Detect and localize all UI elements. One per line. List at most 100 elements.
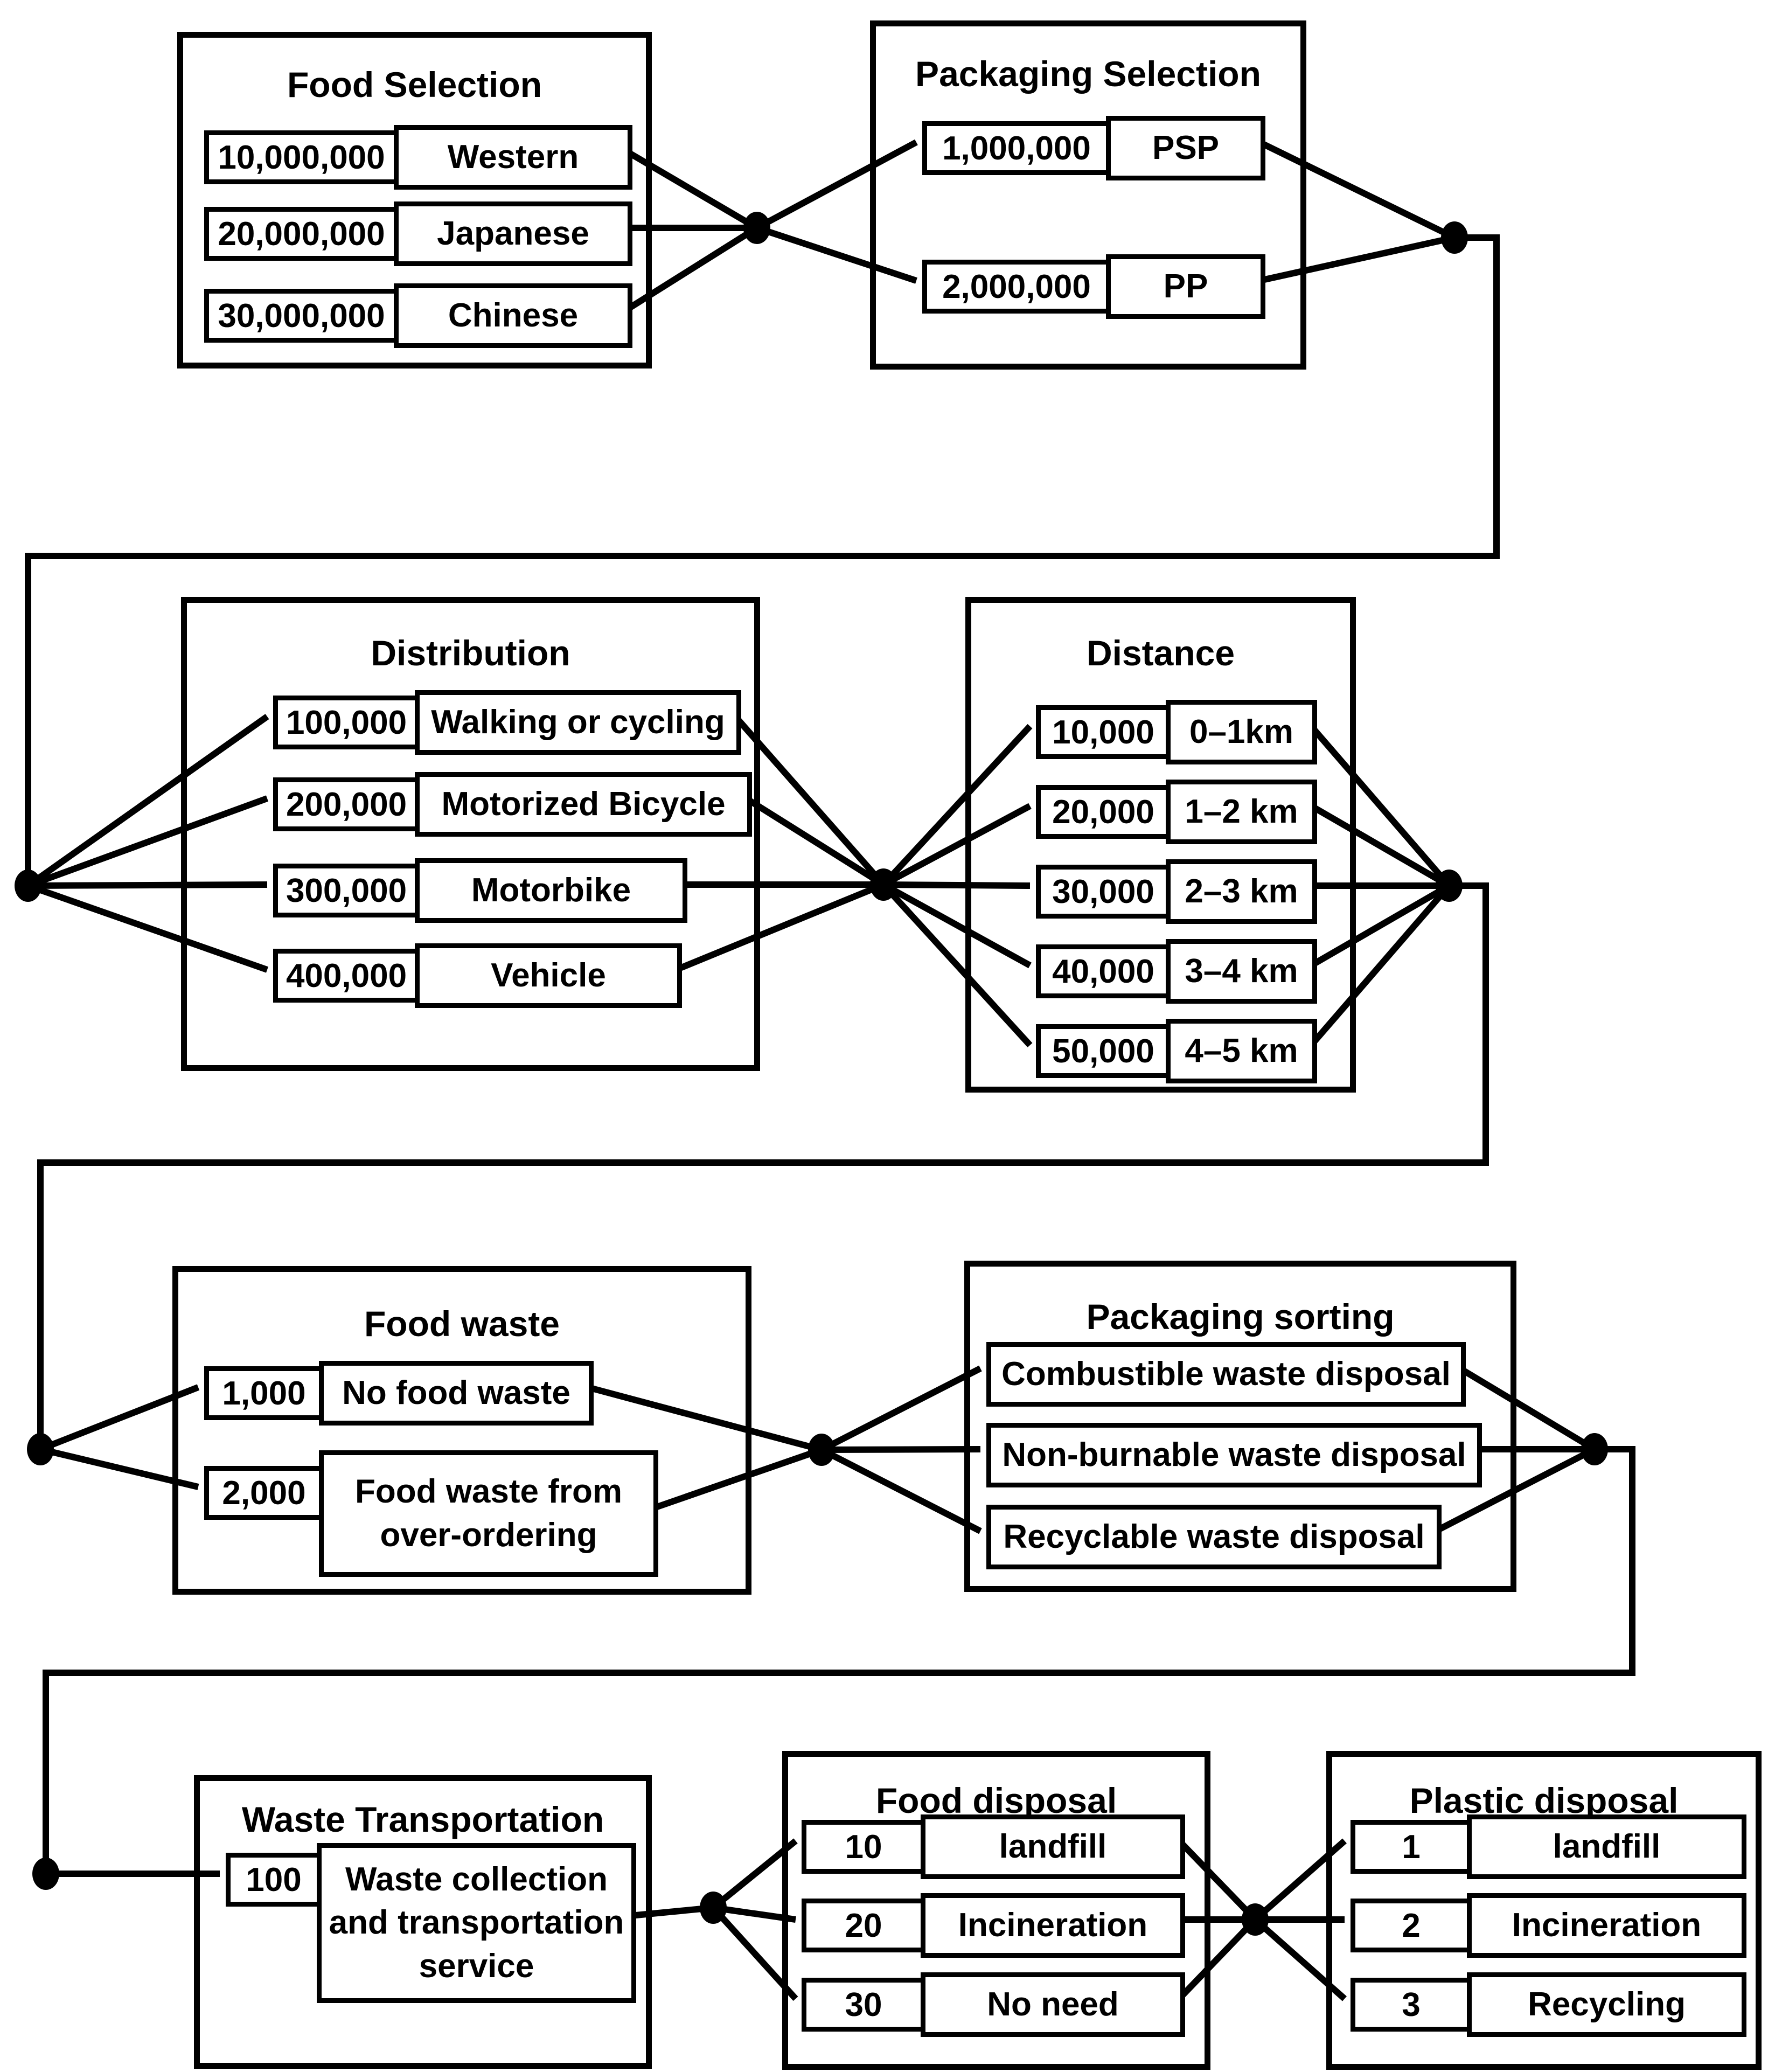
option-row-motorized-bicycle: 200,000 Motorized Bicycle (273, 772, 752, 837)
group-food-waste: Food waste 1,000 No food waste 2,000 Foo… (172, 1266, 751, 1595)
option-row-waste-collection-service: 100 Waste collection and transportation … (226, 1843, 636, 2003)
group-waste-transportation: Waste Transportation 100 Waste collectio… (194, 1775, 652, 2069)
option-row-food-landfill: 10 landfill (802, 1814, 1185, 1879)
option-value: 20 (802, 1899, 925, 1952)
group-plastic-disposal: Plastic disposal 1 landfill 2 Incinerati… (1326, 1751, 1762, 2070)
option-label: Western (394, 125, 632, 190)
option-label: 1–2 km (1166, 780, 1317, 844)
junction-dot (1436, 870, 1463, 902)
option-value: 1,000 (204, 1366, 324, 1420)
group-title: Distribution (371, 633, 570, 673)
option-label: Chinese (394, 283, 632, 348)
option-label: 2–3 km (1166, 859, 1317, 924)
junction-dot (808, 1434, 835, 1466)
group-title: Distance (1086, 633, 1235, 673)
option-row-2-3km: 30,000 2–3 km (1036, 859, 1317, 924)
junction-dot (32, 1858, 59, 1890)
option-row-food-no-need: 30 No need (802, 1972, 1185, 2037)
connector-lines (25, 139, 1635, 2001)
option-value: 2,000,000 (922, 260, 1111, 314)
option-label: Recyclable waste disposal (986, 1505, 1442, 1569)
group-packaging-selection: Packaging Selection 1,000,000 PSP 2,000,… (870, 20, 1306, 370)
option-row-walking-or-cycling: 100,000 Walking or cycling (273, 690, 741, 755)
option-row-pp: 2,000,000 PP (922, 254, 1265, 319)
option-value: 1 (1351, 1820, 1472, 1874)
option-label: Motorized Bicycle (415, 772, 752, 837)
option-label: Incineration (1467, 1893, 1746, 1958)
junction-dot (700, 1892, 727, 1924)
option-row-psp: 1,000,000 PSP (922, 116, 1265, 180)
junction-dot (870, 868, 897, 901)
option-value: 30,000,000 (204, 289, 399, 343)
option-label: Vehicle (415, 943, 682, 1008)
group-title: Food disposal (875, 1781, 1117, 1820)
option-label: landfill (1467, 1814, 1746, 1879)
option-row-plastic-landfill: 1 landfill (1351, 1814, 1746, 1879)
option-label: No need (921, 1972, 1185, 2037)
option-label: Non-burnable waste disposal (986, 1423, 1482, 1487)
option-label: Waste collection and transportation serv… (317, 1843, 636, 2003)
junction-dot (1581, 1433, 1608, 1465)
option-value: 3 (1351, 1978, 1472, 2032)
group-distribution: Distribution 100,000 Walking or cycling … (181, 597, 760, 1071)
option-value: 50,000 (1036, 1024, 1171, 1078)
option-row-food-incineration: 20 Incineration (802, 1893, 1185, 1958)
option-value: 2 (1351, 1899, 1472, 1952)
group-title: Packaging sorting (1086, 1297, 1395, 1337)
option-label: PSP (1106, 116, 1265, 180)
group-packaging-sorting: Packaging sorting Combustible waste disp… (964, 1261, 1516, 1592)
option-value: 20,000 (1036, 785, 1171, 839)
junction-dots (15, 212, 1608, 1936)
group-food-selection: Food Selection 10,000,000 Western 20,000… (177, 32, 652, 368)
group-title: Plastic disposal (1409, 1781, 1679, 1820)
option-row-recyclable-waste-disposal: Recyclable waste disposal (986, 1505, 1442, 1569)
option-value: 30 (802, 1978, 925, 2032)
option-value: 100,000 (273, 696, 420, 749)
option-label: 0–1km (1166, 700, 1317, 764)
option-row-1-2km: 20,000 1–2 km (1036, 780, 1317, 844)
group-distance: Distance 10,000 0–1km 20,000 1–2 km 30,0… (965, 597, 1356, 1093)
option-value: 2,000 (204, 1466, 324, 1520)
option-label: Walking or cycling (415, 690, 741, 755)
group-title: Waste Transportation (241, 1799, 604, 1839)
option-label: Incineration (921, 1893, 1185, 1958)
option-value: 10,000 (1036, 705, 1171, 759)
option-label: Recycling (1467, 1972, 1746, 2037)
group-food-disposal: Food disposal 10 landfill 20 Incineratio… (782, 1751, 1210, 2070)
option-value: 200,000 (273, 777, 420, 831)
option-row-no-food-waste: 1,000 No food waste (204, 1361, 594, 1426)
option-value: 30,000 (1036, 865, 1171, 919)
option-label: Food waste from over-ordering (319, 1450, 658, 1577)
option-row-plastic-recycling: 3 Recycling (1351, 1972, 1746, 2037)
option-row-combustible-waste-disposal: Combustible waste disposal (986, 1342, 1466, 1407)
option-value: 400,000 (273, 949, 420, 1003)
option-value: 1,000,000 (922, 121, 1111, 175)
option-row-3-4km: 40,000 3–4 km (1036, 939, 1317, 1004)
option-row-non-burnable-waste-disposal: Non-burnable waste disposal (986, 1423, 1482, 1487)
option-value: 40,000 (1036, 944, 1171, 998)
option-row-western: 10,000,000 Western (204, 125, 632, 190)
option-row-0-1km: 10,000 0–1km (1036, 700, 1317, 764)
junction-dot (15, 870, 41, 902)
junction-dot (1441, 221, 1468, 254)
option-value: 20,000,000 (204, 207, 399, 261)
option-row-plastic-incineration: 2 Incineration (1351, 1893, 1746, 1958)
option-value: 300,000 (273, 864, 420, 917)
option-value: 100 (226, 1853, 322, 1907)
junction-dot (743, 212, 770, 244)
junction-dot (27, 1433, 54, 1465)
option-label: Japanese (394, 201, 632, 266)
option-row-4-5km: 50,000 4–5 km (1036, 1019, 1317, 1083)
group-title: Packaging Selection (915, 54, 1261, 94)
option-label: landfill (921, 1814, 1185, 1879)
option-row-motorbike: 300,000 Motorbike (273, 858, 687, 923)
option-label: Motorbike (415, 858, 687, 923)
option-value: 10 (802, 1820, 925, 1874)
option-row-vehicle: 400,000 Vehicle (273, 943, 682, 1008)
option-label: PP (1106, 254, 1265, 319)
option-row-chinese: 30,000,000 Chinese (204, 283, 632, 348)
group-title: Food Selection (287, 65, 542, 105)
option-label: Combustible waste disposal (986, 1342, 1466, 1407)
